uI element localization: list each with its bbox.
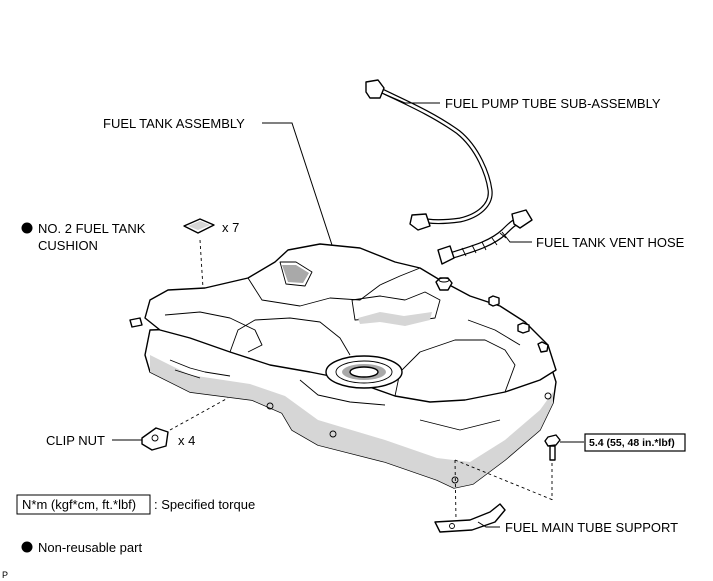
fuel-tank-assembly: [129, 243, 557, 489]
no2-fuel-tank-cushion: [183, 218, 215, 289]
leader-lines: [112, 93, 584, 528]
cushion-quantity: x 7: [222, 220, 239, 235]
nonreusable-legend-label: Non-reusable part: [38, 540, 142, 555]
torque-bolt: [544, 434, 561, 500]
torque-value: 5.4 (55, 48 in.*lbf): [589, 437, 675, 449]
corner-mark: P: [2, 570, 8, 580]
torque-legend-units: N*m (kgf*cm, ft.*lbf): [22, 497, 136, 512]
fuel-tank-vent-hose: [437, 209, 533, 265]
clip-nut: [141, 397, 229, 451]
clip-nut-label: CLIP NUT: [46, 433, 105, 448]
torque-legend-description: : Specified torque: [154, 497, 255, 512]
cushion-label: NO. 2 FUEL TANK: [38, 221, 146, 236]
cushion-label-line2: CUSHION: [38, 238, 98, 253]
nonreusable-mark-icon: [21, 222, 33, 234]
nonreusable-legend-icon: [21, 541, 33, 553]
fuel-tank-assembly-label: FUEL TANK ASSEMBLY: [103, 116, 245, 131]
fuel-main-tube-support: [434, 459, 554, 533]
torque-value-box: [584, 433, 686, 452]
main-tube-support-label: FUEL MAIN TUBE SUPPORT: [505, 520, 678, 535]
clip-nut-quantity: x 4: [178, 433, 195, 448]
vent-hose-label: FUEL TANK VENT HOSE: [536, 235, 685, 250]
fuel-pump-tube-label: FUEL PUMP TUBE SUB-ASSEMBLY: [445, 96, 661, 111]
torque-legend-box: [16, 494, 151, 515]
fuel-pump-tube-sub-assembly: [365, 79, 493, 231]
